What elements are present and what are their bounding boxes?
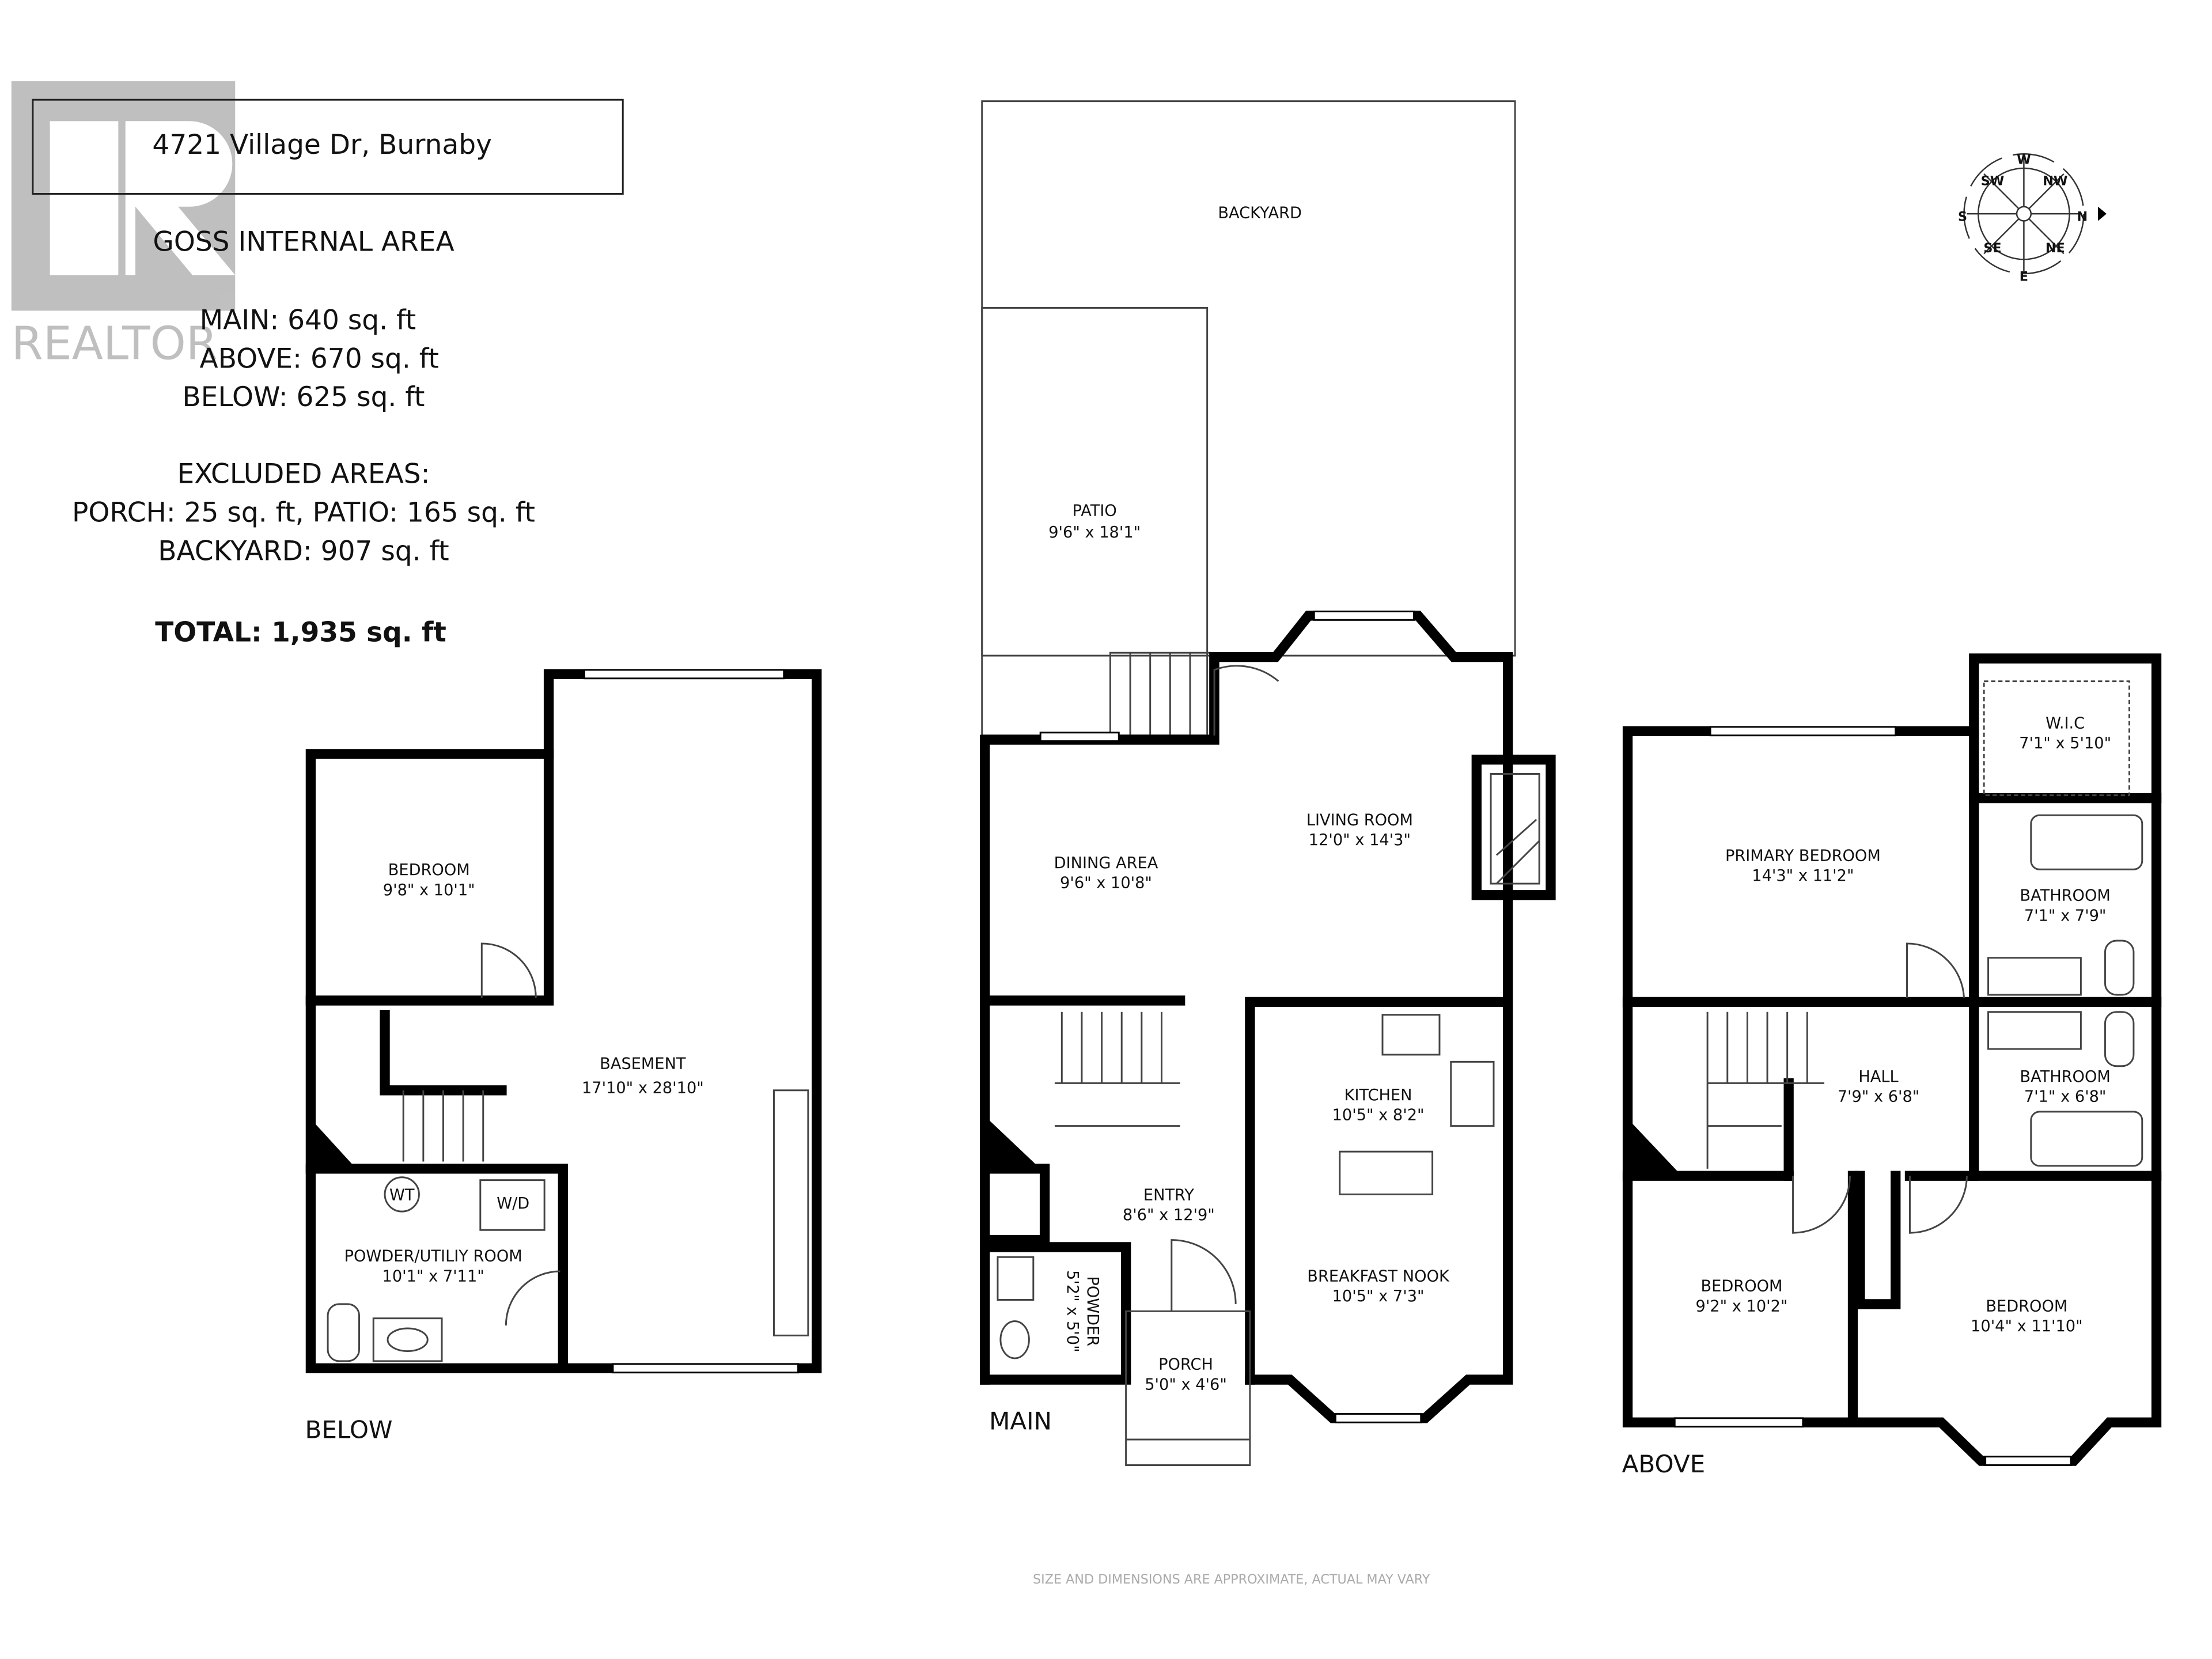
svg-text:PORCH: PORCH — [1158, 1356, 1213, 1374]
svg-text:8'6" x 12'9": 8'6" x 12'9" — [1123, 1206, 1215, 1224]
compass-n: N — [2077, 210, 2088, 225]
svg-text:12'0" x 14'3": 12'0" x 14'3" — [1309, 831, 1411, 849]
svg-text:BEDROOM: BEDROOM — [1701, 1278, 1783, 1296]
svg-text:9'2" x 10'2": 9'2" x 10'2" — [1696, 1297, 1788, 1315]
svg-text:5'2" x 5'0": 5'2" x 5'0" — [1063, 1270, 1081, 1353]
water-tank-label: WT — [389, 1186, 415, 1204]
room-kitchen: KITCHEN 10'5" x 8'2" — [1332, 1086, 1425, 1124]
svg-text:5'0" x 4'6": 5'0" x 4'6" — [1145, 1376, 1227, 1393]
area-above: ABOVE: 670 sq. ft — [200, 343, 439, 374]
svg-text:BASEMENT: BASEMENT — [600, 1055, 686, 1073]
room-patio: PATIO 9'6" x 18'1" — [1048, 502, 1141, 541]
level-label-main: MAIN — [989, 1407, 1052, 1435]
excluded-backyard: BACKYARD: 907 sq. ft — [158, 535, 449, 567]
room-basement: BASEMENT 17'10" x 28'10" — [582, 1055, 704, 1097]
svg-text:BREAKFAST NOOK: BREAKFAST NOOK — [1307, 1267, 1450, 1285]
svg-text:PRIMARY BEDROOM: PRIMARY BEDROOM — [1725, 847, 1881, 865]
realtor-watermark-text: REALTOR — [12, 317, 218, 370]
room-breakfast-nook: BREAKFAST NOOK 10'5" x 7'3" — [1307, 1267, 1450, 1305]
compass-sw: SW — [1981, 174, 2005, 189]
svg-text:BATHROOM: BATHROOM — [2020, 887, 2110, 905]
total-area: TOTAL: 1,935 sq. ft — [155, 616, 446, 648]
room-bedroom-3: BEDROOM 10'4" x 11'10" — [1971, 1297, 2083, 1335]
room-bathroom-1: BATHROOM 7'1" x 7'9" — [2020, 887, 2110, 925]
room-entry: ENTRY 8'6" x 12'9" — [1123, 1186, 1215, 1224]
svg-text:10'5" x 7'3": 10'5" x 7'3" — [1332, 1287, 1425, 1305]
room-wic: W.I.C 7'1" x 5'10" — [2019, 714, 2111, 752]
floor-below: WT W/D BEDROOM 9'8" x 10'1" BASEMENT 17'10… — [305, 669, 822, 1444]
svg-text:DINING AREA: DINING AREA — [1054, 854, 1158, 872]
svg-text:LIVING ROOM: LIVING ROOM — [1306, 812, 1413, 830]
floor-main: BACKYARD PATIO 9'6" x 18'1" LIVING ROOM12… — [980, 100, 1556, 1466]
washer-dryer-label: W/D — [497, 1195, 529, 1213]
svg-text:10'4" x 11'10": 10'4" x 11'10" — [1971, 1317, 2083, 1335]
room-dining: DINING AREA 9'6" x 10'8" — [1054, 854, 1158, 892]
svg-text:7'1" x 7'9": 7'1" x 7'9" — [2024, 907, 2107, 925]
svg-text:10'1" x 7'11": 10'1" x 7'11" — [382, 1267, 484, 1285]
excluded-title: EXCLUDED AREAS: — [177, 459, 430, 490]
compass-e: E — [2020, 269, 2028, 284]
svg-text:BATHROOM: BATHROOM — [2020, 1068, 2110, 1086]
svg-text:ENTRY: ENTRY — [1143, 1186, 1194, 1204]
floor-above: W.I.C 7'1" x 5'10" PRIMARY BEDROOM 14'3" x… — [1622, 653, 2162, 1478]
disclaimer: SIZE AND DIMENSIONS ARE APPROXIMATE, ACT… — [1033, 1572, 1430, 1587]
svg-text:BEDROOM: BEDROOM — [388, 861, 470, 879]
svg-text:10'5" x 8'2": 10'5" x 8'2" — [1332, 1107, 1425, 1124]
room-bathroom-2: BATHROOM 7'1" x 6'8" — [2020, 1068, 2110, 1106]
svg-text:9'6" x 10'8": 9'6" x 10'8" — [1060, 874, 1152, 892]
svg-text:HALL: HALL — [1858, 1068, 1899, 1086]
svg-text:7'1" x 5'10": 7'1" x 5'10" — [2019, 734, 2111, 752]
svg-text:KITCHEN: KITCHEN — [1344, 1086, 1412, 1104]
svg-text:9'6" x 18'1": 9'6" x 18'1" — [1048, 524, 1141, 541]
svg-text:PATIO: PATIO — [1073, 502, 1117, 520]
room-bedroom-below: BEDROOM 9'8" x 10'1" — [383, 861, 475, 899]
svg-text:7'9" x 6'8": 7'9" x 6'8" — [1838, 1088, 1920, 1106]
svg-text:BEDROOM: BEDROOM — [1986, 1297, 2067, 1315]
address-box — [32, 99, 624, 195]
room-primary-bedroom: PRIMARY BEDROOM 14'3" x 11'2" — [1725, 847, 1881, 885]
svg-text:14'3" x 11'2": 14'3" x 11'2" — [1752, 867, 1854, 885]
room-porch: PORCH 5'0" x 4'6" — [1145, 1356, 1227, 1394]
level-label-below: BELOW — [305, 1415, 392, 1444]
svg-text:POWDER: POWDER — [1084, 1276, 1101, 1346]
compass-s: S — [1958, 210, 1967, 225]
area-subtitle: GOSS INTERNAL AREA — [153, 226, 454, 257]
compass-ne: NE — [2046, 241, 2065, 256]
room-backyard: BACKYARD — [1218, 204, 1302, 222]
realtor-logo-watermark: REALTOR — [11, 81, 236, 370]
room-hall: HALL 7'9" x 6'8" — [1838, 1068, 1920, 1106]
svg-text:POWDER/UTILIY ROOM: POWDER/UTILIY ROOM — [344, 1248, 522, 1266]
compass-w: W — [2017, 153, 2031, 168]
area-below: BELOW: 625 sq. ft — [183, 381, 425, 413]
svg-text:9'8" x 10'1": 9'8" x 10'1" — [383, 881, 475, 899]
svg-text:17'10" x 28'10": 17'10" x 28'10" — [582, 1080, 704, 1097]
excluded-porch-patio: PORCH: 25 sq. ft, PATIO: 165 sq. ft — [72, 497, 535, 529]
svg-text:BACKYARD: BACKYARD — [1218, 204, 1302, 222]
svg-text:7'1" x 6'8": 7'1" x 6'8" — [2024, 1088, 2107, 1106]
compass-se: SE — [1983, 241, 2001, 256]
svg-text:W.I.C: W.I.C — [2046, 714, 2085, 732]
area-main: MAIN: 640 sq. ft — [200, 305, 416, 336]
compass-icon: W N E S SW NW SE NE — [1958, 153, 2107, 284]
address-title: 4721 Village Dr, Burnaby — [152, 129, 492, 161]
level-label-above: ABOVE — [1622, 1450, 1706, 1478]
compass-nw: NW — [2043, 174, 2067, 189]
